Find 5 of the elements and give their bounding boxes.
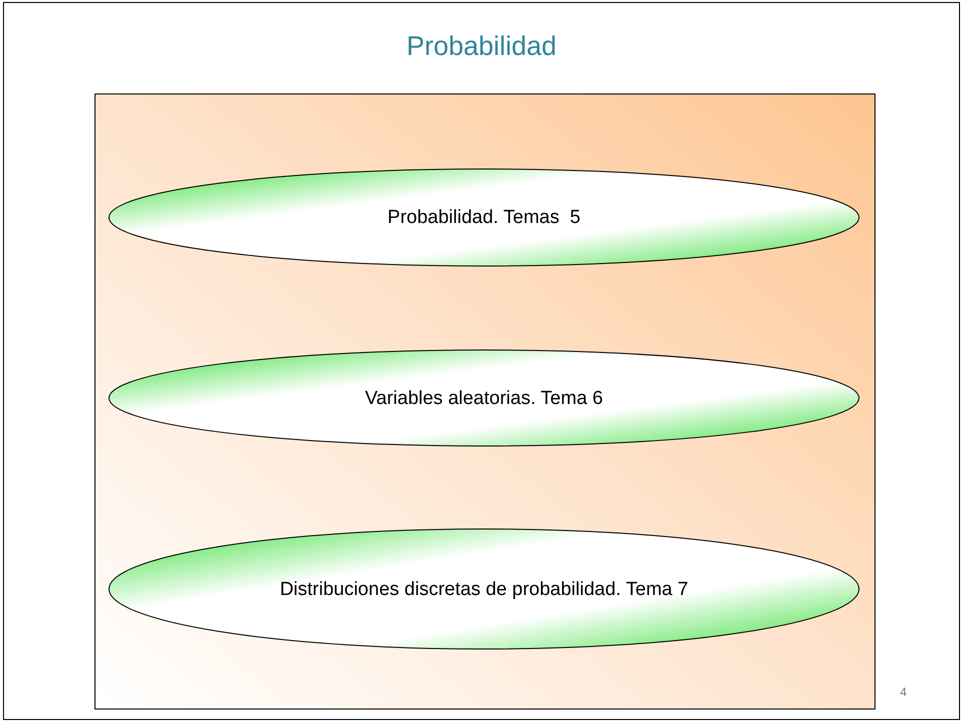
topic-text: Distribuciones discretas de probabilidad. Tema 7 [280,578,688,602]
topic-text: Variables aleatorias. Tema 6 [365,386,603,410]
page-number: 4 [900,685,907,699]
topic-text: Probabilidad. Temas 5 [388,206,580,230]
slide-title: Probabilidad [405,31,558,62]
